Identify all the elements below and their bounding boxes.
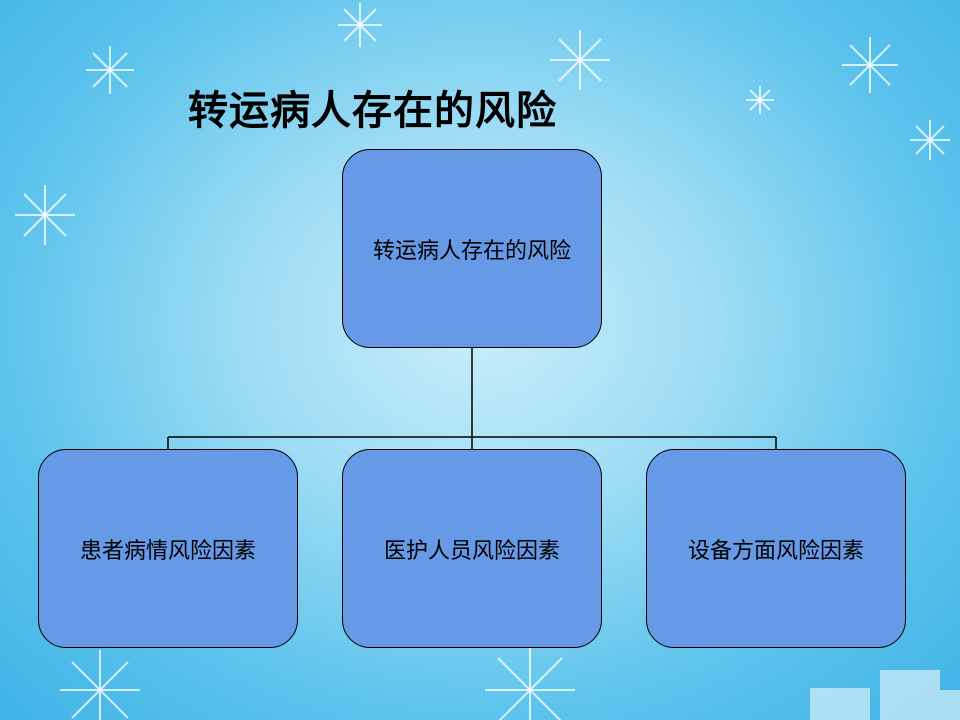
root-node: 转运病人存在的风险 [342,149,602,348]
child-node-label: 医护人员风险因素 [383,538,560,564]
child-node-label: 患者病情风险因素 [79,538,256,564]
child-node-patient-risk: 患者病情风险因素 [38,449,298,648]
slide-title: 转运病人存在的风险 [188,88,557,134]
child-node-label: 设备方面风险因素 [687,538,864,564]
child-node-staff-risk: 医护人员风险因素 [342,449,602,648]
child-node-equipment-risk: 设备方面风险因素 [646,449,906,648]
root-node-label: 转运病人存在的风险 [372,238,571,264]
